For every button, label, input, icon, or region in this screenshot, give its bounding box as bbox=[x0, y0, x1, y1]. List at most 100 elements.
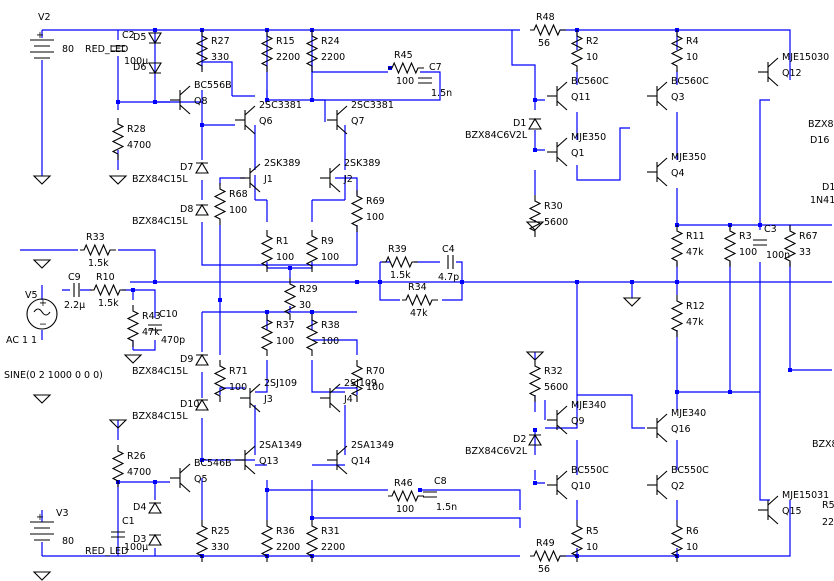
edge-label: 1N41 bbox=[810, 195, 834, 206]
transistor-name: Q13 bbox=[259, 456, 279, 467]
resistor-name: R4 bbox=[686, 36, 699, 47]
diode-value: BZX84C15L bbox=[132, 366, 188, 377]
edge-label: D1 bbox=[822, 182, 834, 193]
resistor-name: R49 bbox=[536, 538, 555, 549]
resistor-name: R38 bbox=[321, 320, 340, 331]
transistor-model: 2SA1349 bbox=[259, 440, 302, 451]
resistor-value: 10 bbox=[586, 542, 598, 553]
resistor-r34: R34 47k bbox=[402, 282, 438, 319]
resistor-name: R25 bbox=[211, 526, 230, 537]
resistor-name: R28 bbox=[127, 124, 146, 135]
source-v2: + V2 80 bbox=[30, 12, 74, 59]
capacitor-value: 4.7p bbox=[438, 272, 459, 283]
resistor-name: R34 bbox=[408, 282, 427, 293]
transistor-name: Q3 bbox=[671, 92, 685, 103]
capacitor-c4: C44.7p bbox=[438, 244, 459, 283]
resistor-name: R2 bbox=[586, 36, 599, 47]
transistor-name: Q4 bbox=[671, 168, 685, 179]
capacitor-name: C2 bbox=[122, 30, 135, 41]
resistor-value: 47k bbox=[142, 327, 160, 338]
v5-value-2: SINE(0 2 1000 0 0 0) bbox=[4, 370, 103, 381]
resistor-value: 100 bbox=[396, 504, 414, 515]
resistor-value: 330 bbox=[211, 542, 229, 553]
edge-label: D16 bbox=[810, 135, 829, 146]
edge-label: BZX8 bbox=[812, 439, 834, 450]
transistor-name: Q5 bbox=[194, 474, 208, 485]
resistor-value: 47k bbox=[686, 247, 704, 258]
resistor-name: R36 bbox=[276, 526, 295, 537]
capacitor-c7: C71.5n bbox=[418, 62, 452, 99]
ground-symbols bbox=[32, 175, 642, 581]
ground-symbol bbox=[32, 259, 52, 269]
resistor-name: R24 bbox=[321, 36, 340, 47]
edge-label: BZX8 bbox=[808, 119, 834, 130]
edge-labels: BZX8D16D11N41BZX8R5220 bbox=[808, 119, 834, 528]
resistor-value: 100 bbox=[229, 205, 247, 216]
transistor-model: 2SK389 bbox=[344, 158, 380, 169]
ground-symbol bbox=[108, 175, 128, 185]
resistor-name: R10 bbox=[96, 272, 115, 283]
resistor-name: R70 bbox=[366, 366, 385, 377]
diode-value: BZX84C15L bbox=[132, 216, 188, 227]
v2-name: V2 bbox=[38, 12, 51, 23]
resistor-value: 100 bbox=[321, 336, 339, 347]
resistor-name: R1 bbox=[276, 236, 289, 247]
resistor-name: R32 bbox=[544, 366, 563, 377]
resistor-value: 5600 bbox=[544, 382, 568, 393]
resistor-name: R30 bbox=[544, 201, 563, 212]
transistor-name: Q8 bbox=[194, 96, 208, 107]
resistor-value: 100 bbox=[396, 76, 414, 87]
ground-symbol bbox=[123, 354, 143, 364]
capacitor-value: 470p bbox=[161, 335, 185, 346]
ground-symbol bbox=[32, 571, 52, 581]
resistor-value: 47k bbox=[410, 308, 428, 319]
resistor-value: 56 bbox=[538, 38, 550, 49]
resistor-name: R26 bbox=[127, 451, 146, 462]
transistor-name: Q9 bbox=[571, 416, 585, 427]
transistor-name: J1 bbox=[263, 174, 273, 185]
transistor-name: Q16 bbox=[671, 424, 691, 435]
transistor-name: Q11 bbox=[571, 92, 591, 103]
diode-name: D7 bbox=[180, 162, 193, 173]
capacitor-value: 2.2µ bbox=[64, 300, 85, 311]
diode-name: D1 bbox=[513, 118, 526, 129]
capacitor-name: C1 bbox=[122, 516, 135, 527]
transistors: Q8BC556BQ62SC3381Q72SC3381J12SK389J22SK3… bbox=[170, 52, 829, 525]
diode-name: D9 bbox=[180, 354, 193, 365]
resistor-name: R11 bbox=[686, 231, 705, 242]
ground-symbol bbox=[32, 175, 52, 185]
transistor-name: Q14 bbox=[351, 456, 371, 467]
edge-label: 220 bbox=[822, 517, 834, 528]
resistor-value: 10 bbox=[686, 52, 698, 63]
transistor-name: Q10 bbox=[571, 481, 591, 492]
diode-name: D4 bbox=[133, 502, 146, 513]
v3-name: V3 bbox=[56, 508, 69, 519]
ground-symbol bbox=[525, 221, 545, 231]
resistor-value: 1.5k bbox=[390, 270, 411, 281]
